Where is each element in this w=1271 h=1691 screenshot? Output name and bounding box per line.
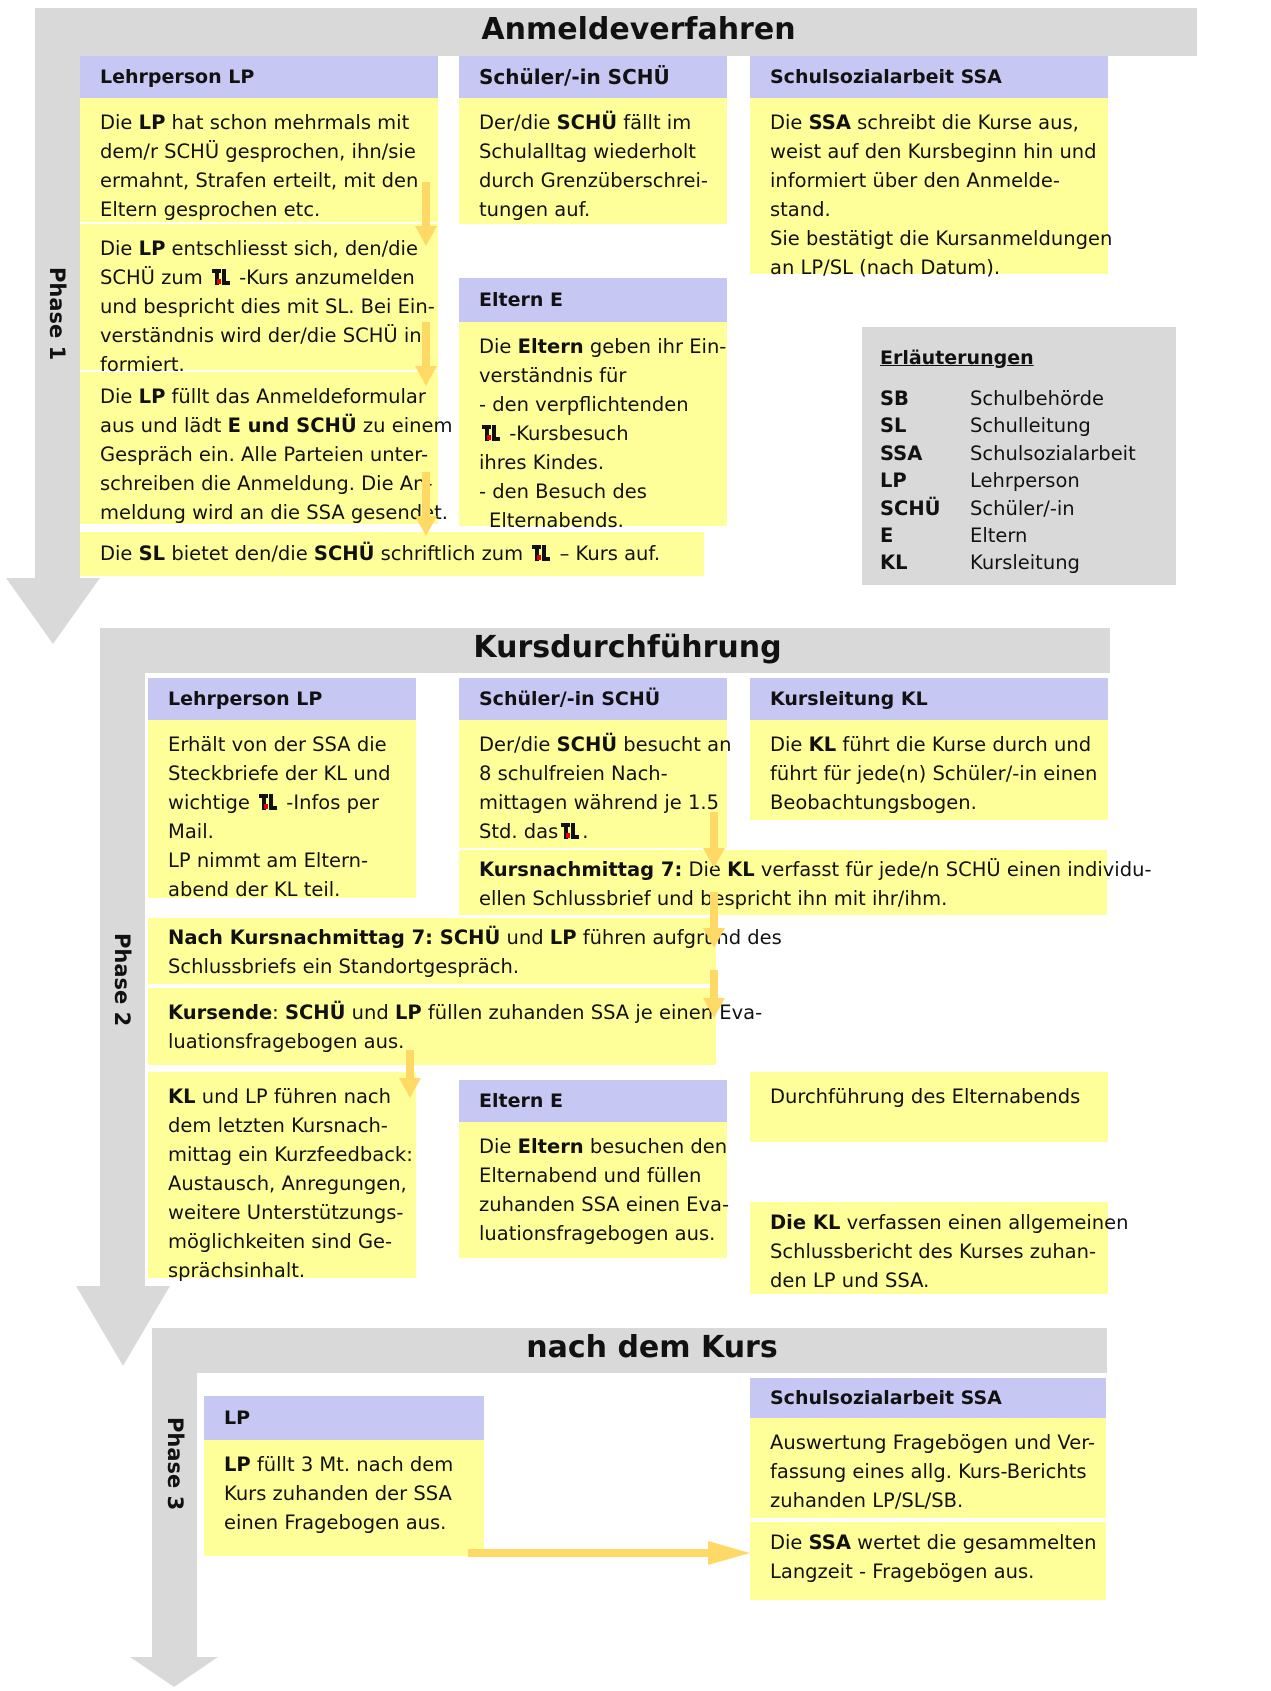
- legend-title: Erläuterungen: [880, 347, 1034, 369]
- phase2-title: Kursdurchführung: [473, 630, 782, 665]
- phase1-schue-header: Schüler/-in SCHÜ: [459, 56, 727, 98]
- phase3-ssa-box1: Auswertung Fragebögen und Ver- fassung e…: [750, 1418, 1106, 1518]
- phase2-schue-header: Schüler/-in SCHÜ: [459, 678, 727, 720]
- phase2-feedback-box: KL und LP führen nach dem letzten Kursna…: [148, 1072, 416, 1282]
- legend-row: E Eltern: [880, 524, 1170, 550]
- tl-logo-icon: [531, 544, 551, 562]
- phase1-down-arrow: [6, 578, 100, 644]
- phase2-kursende-box: Kursende: SCHÜ und LP füllen zuhanden SS…: [148, 988, 762, 1065]
- phase3-title: nach dem Kurs: [526, 1330, 778, 1365]
- phase3-right-arrow: [468, 1541, 750, 1565]
- phase2-schlussbericht-box: Die KL verfassen einen allgemeinen Schlu…: [750, 1202, 1128, 1294]
- phase1-lp-header: Lehrperson LP: [80, 56, 438, 98]
- legend-full: Schulsozialarbeit: [970, 441, 1136, 465]
- phase3-lp-box: LP füllt 3 Mt. nach dem Kurs zuhanden de…: [204, 1440, 484, 1556]
- phase1-lp-box1: Die LP hat schon mehrmals mit dem/r SCHÜ…: [80, 98, 438, 222]
- phase1-ssa-header: Schulsozialarbeit SSA: [750, 56, 1108, 98]
- phase2-arrow-2: [703, 892, 725, 948]
- phase2-band-top: [100, 628, 1110, 673]
- legend-abbr: SB: [880, 387, 909, 410]
- phase3-band-top: [152, 1328, 1107, 1373]
- legend-row: SCHÜ Schüler/-in: [880, 497, 1170, 523]
- phase1-band-top: [35, 8, 1197, 56]
- legend-full: Eltern: [970, 524, 1028, 547]
- legend-row: LP Lehrperson: [880, 469, 1170, 495]
- phase1-arrow-3: [415, 472, 437, 536]
- phase1-title: Anmeldeverfahren: [481, 12, 796, 47]
- phase1-label: Phase 1: [45, 267, 69, 361]
- legend-abbr: E: [880, 524, 894, 547]
- phase1-eltern-header: Eltern E: [459, 278, 727, 322]
- phase2-down-arrow: [76, 1286, 170, 1366]
- tl-logo-icon: [258, 793, 278, 811]
- phase2-band-left: [100, 628, 145, 1291]
- legend-row: SB Schulbehörde: [880, 387, 1170, 413]
- legend-full: Schulleitung: [970, 414, 1091, 438]
- legend-full: Lehrperson: [970, 469, 1080, 493]
- phase2-nach-kursnachmittag7-box: Nach Kursnachmittag 7: SCHÜ und LP führe…: [148, 918, 782, 984]
- phase2-kursnachmittag7-box: Kursnachmittag 7: Die KL verfasst für je…: [459, 850, 1152, 915]
- phase2-eltern-box: Die Eltern besuchen den Elternabend und …: [459, 1122, 729, 1258]
- phase3-label: Phase 3: [163, 1417, 187, 1511]
- legend-abbr: SL: [880, 414, 907, 438]
- legend-abbr: SCHÜ: [880, 496, 941, 520]
- legend-full: Kursleitung: [970, 551, 1080, 575]
- phase1-ssa-box: Die SSA schreibt die Kurse aus, weist au…: [750, 98, 1112, 279]
- phase1-band-left: [35, 8, 80, 583]
- phase2-kl-header: Kursleitung KL: [750, 678, 1108, 720]
- legend-abbr: LP: [880, 469, 907, 493]
- tl-logo-icon: [481, 424, 501, 442]
- tl-logo-icon: [211, 268, 231, 286]
- phase1-sl-box: Die SL bietet den/die SCHÜ schriftlich z…: [80, 532, 704, 576]
- phase3-band-left: [152, 1328, 197, 1662]
- phase2-label: Phase 2: [110, 933, 134, 1027]
- phase2-lp-box: Erhält von der SSA die Steckbriefe der K…: [148, 720, 416, 901]
- legend-abbr: SSA: [880, 441, 923, 465]
- legend-full: Schüler/-in: [970, 496, 1075, 520]
- phase1-lp-box3: Die LP füllt das Anmeldeformular aus und…: [80, 372, 452, 524]
- phase1-arrow-1: [415, 182, 437, 246]
- phase2-schue-box: Der/die SCHÜ besucht an 8 schulfreien Na…: [459, 720, 731, 848]
- phase2-arrow-4: [399, 1050, 421, 1098]
- phase3-lp-header: LP: [204, 1396, 484, 1440]
- legend-row: SL Schulleitung: [880, 414, 1170, 440]
- legend-abbr: KL: [880, 551, 908, 575]
- legend-row: SSA Schulsozialarbeit: [880, 442, 1170, 468]
- phase2-elternabend-box: Durchführung des Elternabends: [750, 1072, 1108, 1142]
- phase1-eltern-box: Die Eltern geben ihr Ein- verständnis fü…: [459, 322, 727, 532]
- phase2-eltern-header: Eltern E: [459, 1080, 727, 1122]
- phase2-arrow-1: [703, 812, 725, 868]
- tl-logo-icon: [560, 822, 580, 840]
- legend-row: KL Kursleitung: [880, 551, 1170, 577]
- phase2-kl-box: Die KL führt die Kurse durch und führt f…: [750, 720, 1108, 820]
- phase1-arrow-2: [415, 322, 437, 386]
- phase3-ssa-box2: Die SSA wertet die gesammelten Langzeit …: [750, 1522, 1106, 1600]
- phase2-arrow-3: [703, 970, 725, 1018]
- phase1-lp-box2: Die LP entschliesst sich, den/die SCHÜ z…: [80, 224, 438, 376]
- legend-full: Schulbehörde: [970, 387, 1104, 410]
- phase2-lp-header: Lehrperson LP: [148, 678, 416, 720]
- phase1-schue-box: Der/die SCHÜ fällt im Schulalltag wieder…: [459, 98, 727, 224]
- phase3-down-arrow: [130, 1657, 218, 1687]
- phase3-ssa-header: Schulsozialarbeit SSA: [750, 1378, 1106, 1418]
